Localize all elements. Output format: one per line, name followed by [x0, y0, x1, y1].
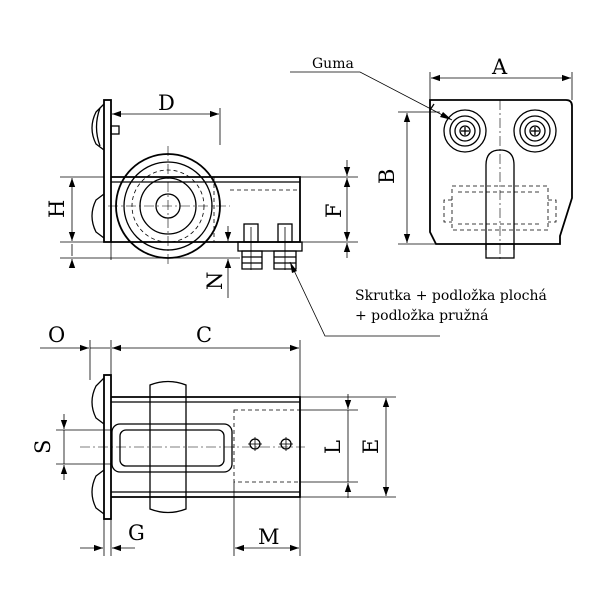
label-A: A — [491, 55, 508, 79]
label-D: D — [158, 91, 175, 115]
label-G: G — [128, 521, 145, 545]
label-C: C — [196, 323, 212, 347]
label-B: B — [375, 169, 399, 184]
front-view — [290, 71, 573, 262]
label-N: N — [203, 272, 227, 290]
label-O: O — [48, 323, 65, 347]
note-screw-line1: Skrutka + podložka plochá — [355, 288, 547, 304]
note-guma: Guma — [312, 56, 354, 72]
label-M: M — [258, 525, 280, 549]
rubber-right — [513, 109, 557, 153]
screw-leader — [289, 261, 440, 337]
label-S: S — [31, 440, 55, 454]
top-view — [40, 340, 396, 556]
label-L: L — [321, 440, 345, 454]
label-E: E — [359, 439, 383, 454]
screw-assembly — [237, 223, 303, 270]
side-view — [60, 99, 358, 298]
label-H: H — [45, 200, 69, 218]
label-F: F — [322, 203, 346, 218]
rubber-left — [443, 109, 487, 153]
note-screw-line2: + podložka pružná — [355, 308, 489, 324]
